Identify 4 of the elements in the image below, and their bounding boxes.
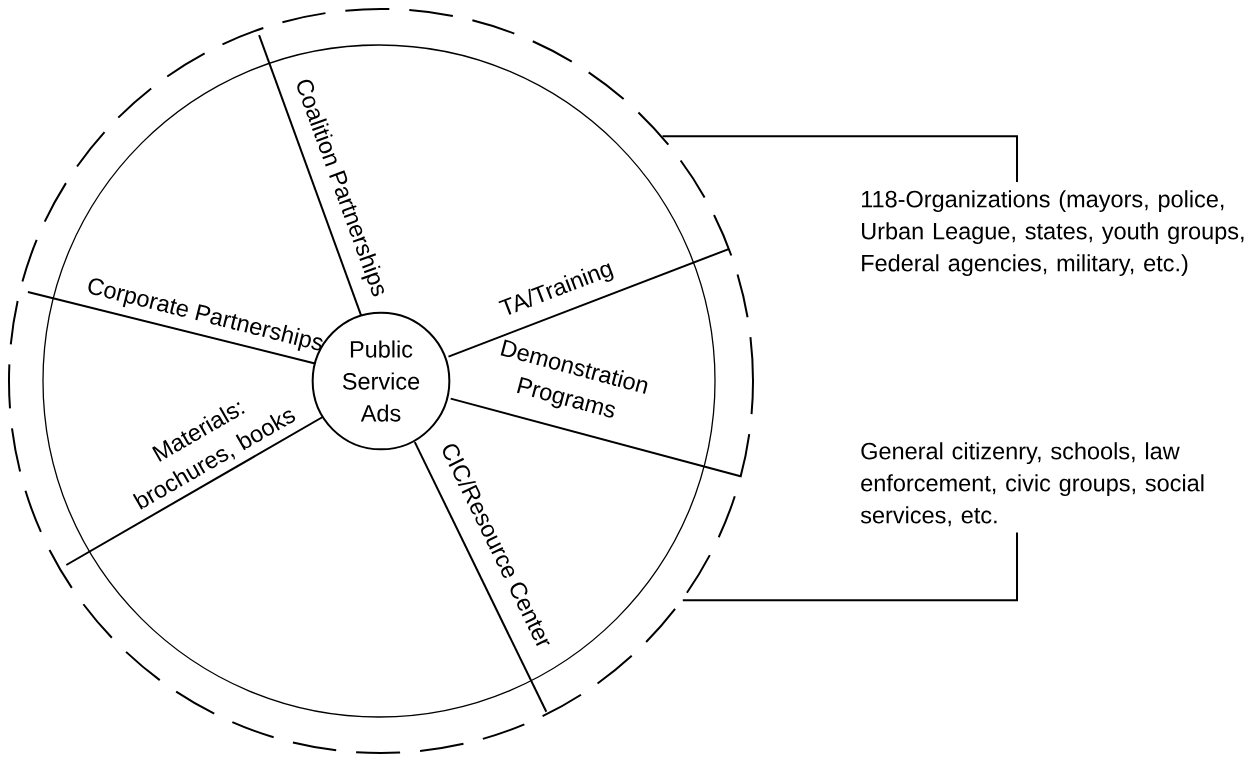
note-text: General citizenry, schools, law enforcement, civic groups, social services, etc.: [860, 442, 1204, 527]
note-text: 118-Organizations (mayors, police, Urban League, states, youth groups, Federal agencies, military, etc.): [862, 190, 1244, 277]
bracket-line: [681, 531, 1018, 602]
bracket-line: [661, 135, 1018, 183]
